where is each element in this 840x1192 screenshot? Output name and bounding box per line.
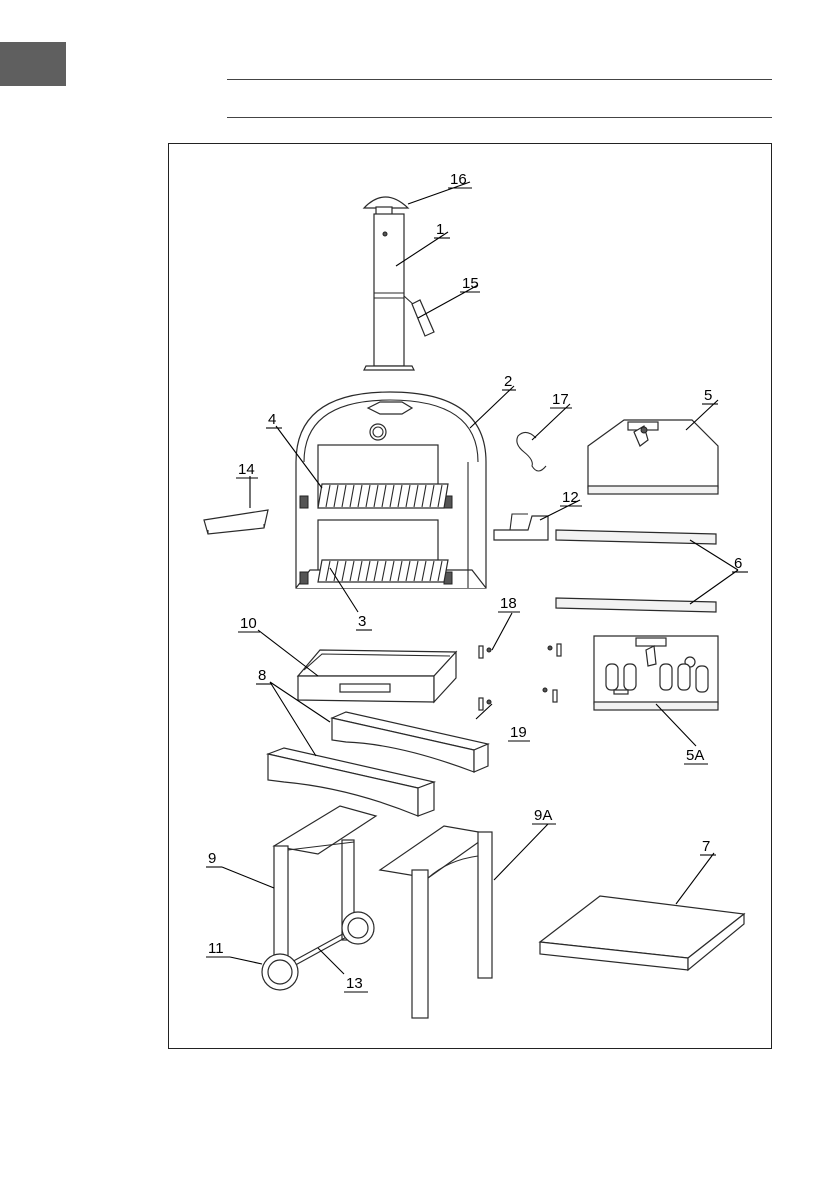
label-part-18: 18 bbox=[500, 595, 517, 612]
label-part-11: 11 bbox=[208, 940, 224, 957]
label-part-16: 16 bbox=[450, 171, 467, 188]
label-part-5a: 5A bbox=[686, 747, 704, 764]
label-part-4: 4 bbox=[268, 411, 276, 428]
part-leg-frame-wheeled bbox=[262, 806, 376, 990]
part-leg-frame bbox=[380, 826, 492, 1018]
label-part-6: 6 bbox=[734, 555, 742, 572]
part-hook bbox=[517, 432, 546, 471]
label-part-9a: 9A bbox=[534, 807, 552, 824]
label-part-3: 3 bbox=[358, 613, 366, 630]
part-lower-grill-rack bbox=[318, 560, 448, 582]
label-part-15: 15 bbox=[462, 275, 479, 292]
label-part-13: 13 bbox=[346, 975, 363, 992]
part-chimney-pipe bbox=[364, 214, 414, 370]
label-part-8: 8 bbox=[258, 667, 266, 684]
label-part-17: 17 bbox=[552, 391, 569, 408]
label-part-12: 12 bbox=[562, 489, 579, 506]
part-frame-brackets bbox=[268, 712, 488, 816]
part-door-upper bbox=[588, 420, 718, 494]
label-part-2: 2 bbox=[504, 373, 512, 390]
label-part-19: 19 bbox=[510, 724, 527, 741]
label-part-1: 1 bbox=[436, 221, 444, 238]
part-screws bbox=[479, 644, 561, 710]
part-side-handle bbox=[494, 514, 548, 540]
label-part-9: 9 bbox=[208, 850, 216, 867]
part-pizza-stone bbox=[204, 510, 268, 534]
part-bottom-shelf bbox=[540, 896, 744, 970]
part-support-bars bbox=[556, 530, 716, 612]
part-chimney-cap bbox=[364, 197, 408, 215]
label-part-7: 7 bbox=[702, 838, 710, 855]
label-part-10: 10 bbox=[240, 615, 257, 632]
part-damper-handle bbox=[404, 296, 434, 336]
part-door-lower-vented bbox=[594, 636, 718, 710]
label-part-14: 14 bbox=[238, 461, 255, 478]
part-ash-drawer bbox=[298, 650, 456, 702]
label-part-5: 5 bbox=[704, 387, 712, 404]
part-upper-grill-rack bbox=[318, 484, 448, 508]
